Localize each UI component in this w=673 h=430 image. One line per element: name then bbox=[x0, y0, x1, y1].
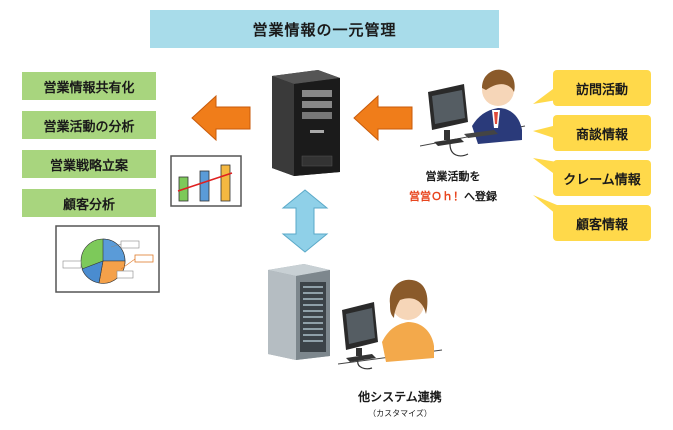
bubble-negotiation-info-label: 商談情報 bbox=[575, 127, 628, 143]
bubble-visit-activity-label: 訪問活動 bbox=[575, 82, 628, 98]
other-system-caption: 他システム連携 （カスタマイズ） bbox=[340, 388, 460, 419]
female-user-pc-icon bbox=[337, 270, 448, 370]
register-caption: 営業活動を 営営Ｏｈ！へ登録 bbox=[388, 168, 518, 204]
bubble-visit-activity: 訪問活動 bbox=[533, 70, 651, 106]
box-sales-info-sharing: 営業情報共有化 bbox=[22, 72, 156, 100]
register-caption-line1: 営業活動を bbox=[425, 170, 481, 183]
orange-arrow-left-icon bbox=[352, 92, 414, 144]
bubble-complaint-info-label: クレーム情報 bbox=[563, 172, 641, 188]
bubble-customer-info-label: 顧客情報 bbox=[575, 217, 628, 233]
pie-chart-icon bbox=[55, 225, 160, 293]
bar-chart-icon bbox=[170, 155, 242, 207]
server-icon bbox=[262, 68, 344, 178]
page-title: 営業情報の一元管理 bbox=[150, 10, 499, 48]
other-system-title: 他システム連携 bbox=[358, 390, 442, 404]
rack-server-icon bbox=[262, 262, 334, 362]
double-arrow-vertical-icon bbox=[280, 188, 330, 254]
male-user-pc-icon bbox=[419, 60, 530, 165]
box-sales-strategy: 営業戦略立案 bbox=[22, 150, 156, 178]
box-sales-activity-analysis: 営業活動の分析 bbox=[22, 111, 156, 139]
register-caption-suffix: へ登録 bbox=[464, 190, 497, 203]
bubble-complaint-info: クレーム情報 bbox=[533, 158, 651, 196]
box-customer-analysis: 顧客分析 bbox=[22, 189, 156, 217]
bubble-customer-info: 顧客情報 bbox=[533, 195, 651, 241]
other-system-subtitle: （カスタマイズ） bbox=[368, 409, 432, 418]
bubble-negotiation-info: 商談情報 bbox=[533, 115, 651, 151]
product-name: 営営Ｏｈ！ bbox=[409, 190, 464, 203]
orange-arrow-left-icon bbox=[190, 92, 252, 144]
